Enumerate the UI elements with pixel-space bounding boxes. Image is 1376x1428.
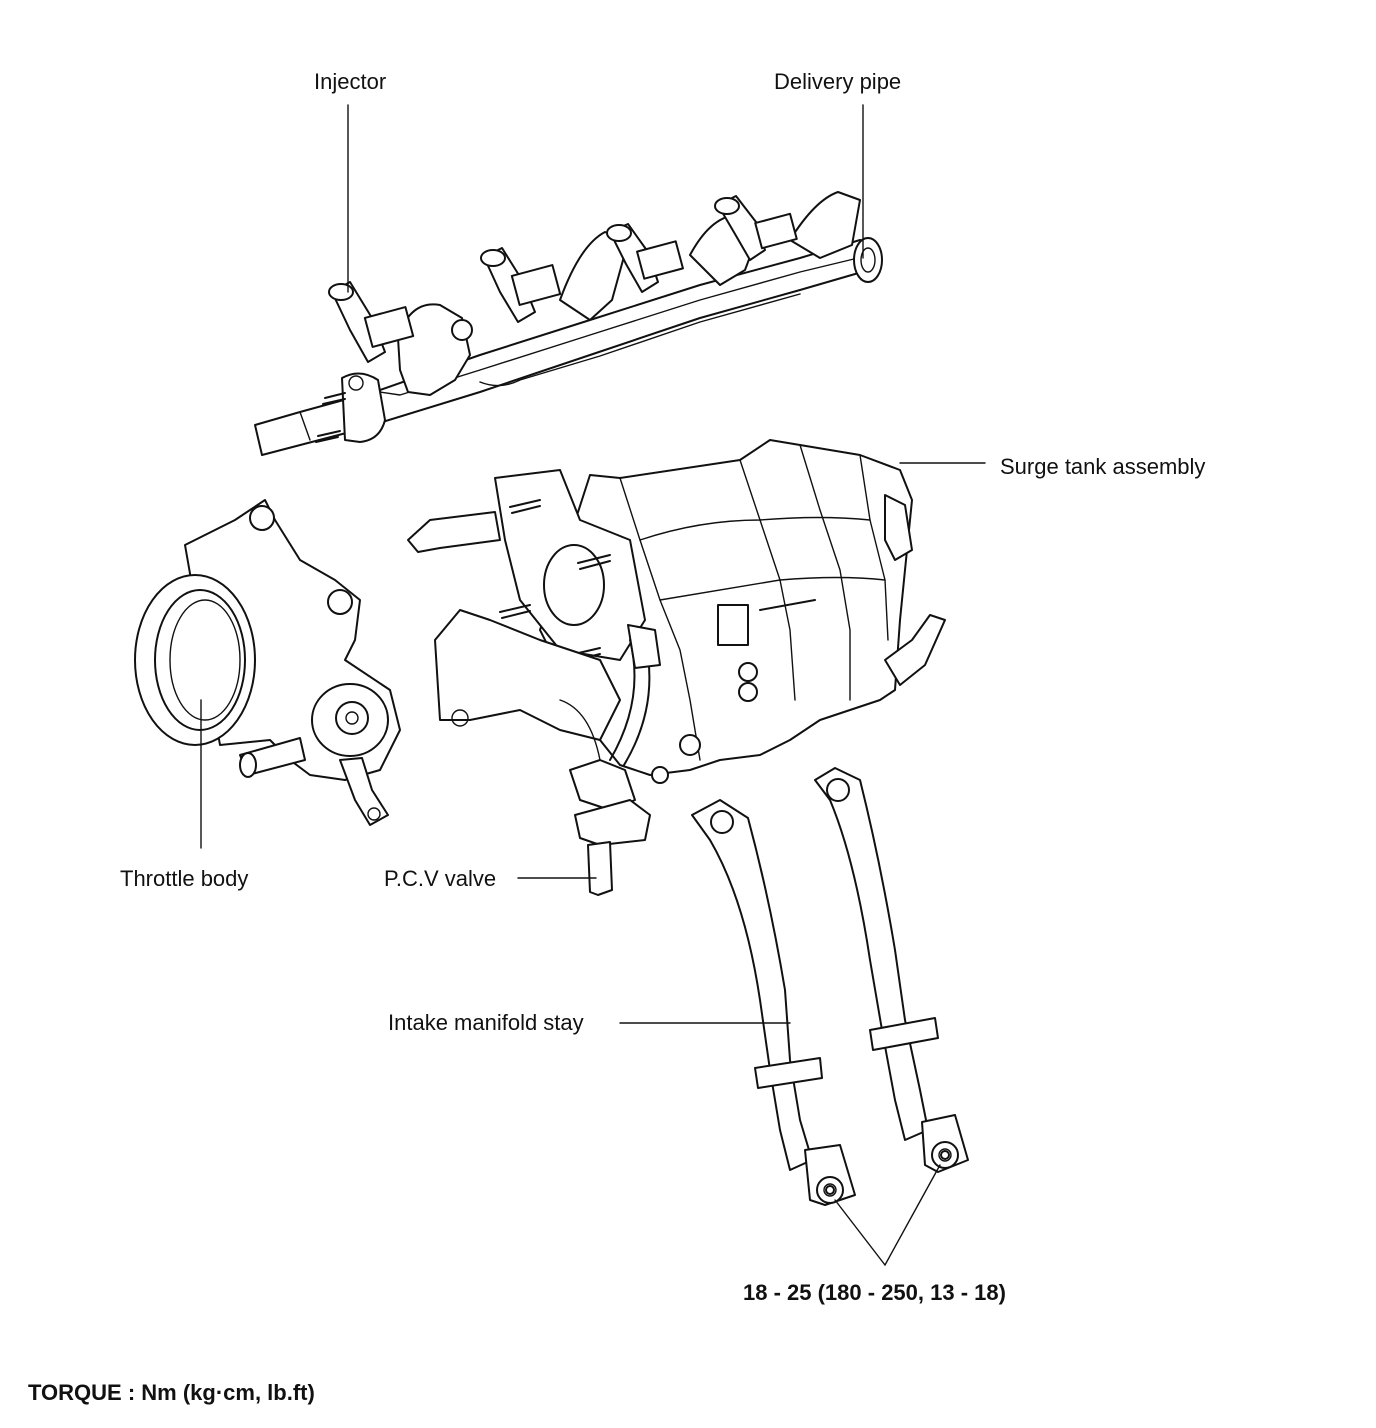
intake-manifold-stay-icon xyxy=(691,767,969,1206)
injector-label: Injector xyxy=(314,69,387,94)
throttle-body-label: Throttle body xyxy=(120,866,249,891)
torque-units-label: TORQUE : Nm (kg·cm, lb.ft) xyxy=(28,1380,315,1405)
injector-icon xyxy=(328,195,798,363)
intake-stay-label: Intake manifold stay xyxy=(388,1010,584,1035)
throttle-body-icon xyxy=(134,499,401,826)
bolt-icon xyxy=(825,1150,950,1195)
surge-tank-icon xyxy=(407,439,946,784)
pcv-valve-label: P.C.V valve xyxy=(384,866,497,891)
torque-value-label: 18 - 25 (180 - 250, 13 - 18) xyxy=(743,1280,1006,1305)
surge-tank-label: Surge tank assembly xyxy=(1000,454,1206,479)
pcv-valve-icon xyxy=(559,624,661,896)
leader-lines xyxy=(200,104,986,1266)
delivery-pipe-label: Delivery pipe xyxy=(774,69,902,94)
